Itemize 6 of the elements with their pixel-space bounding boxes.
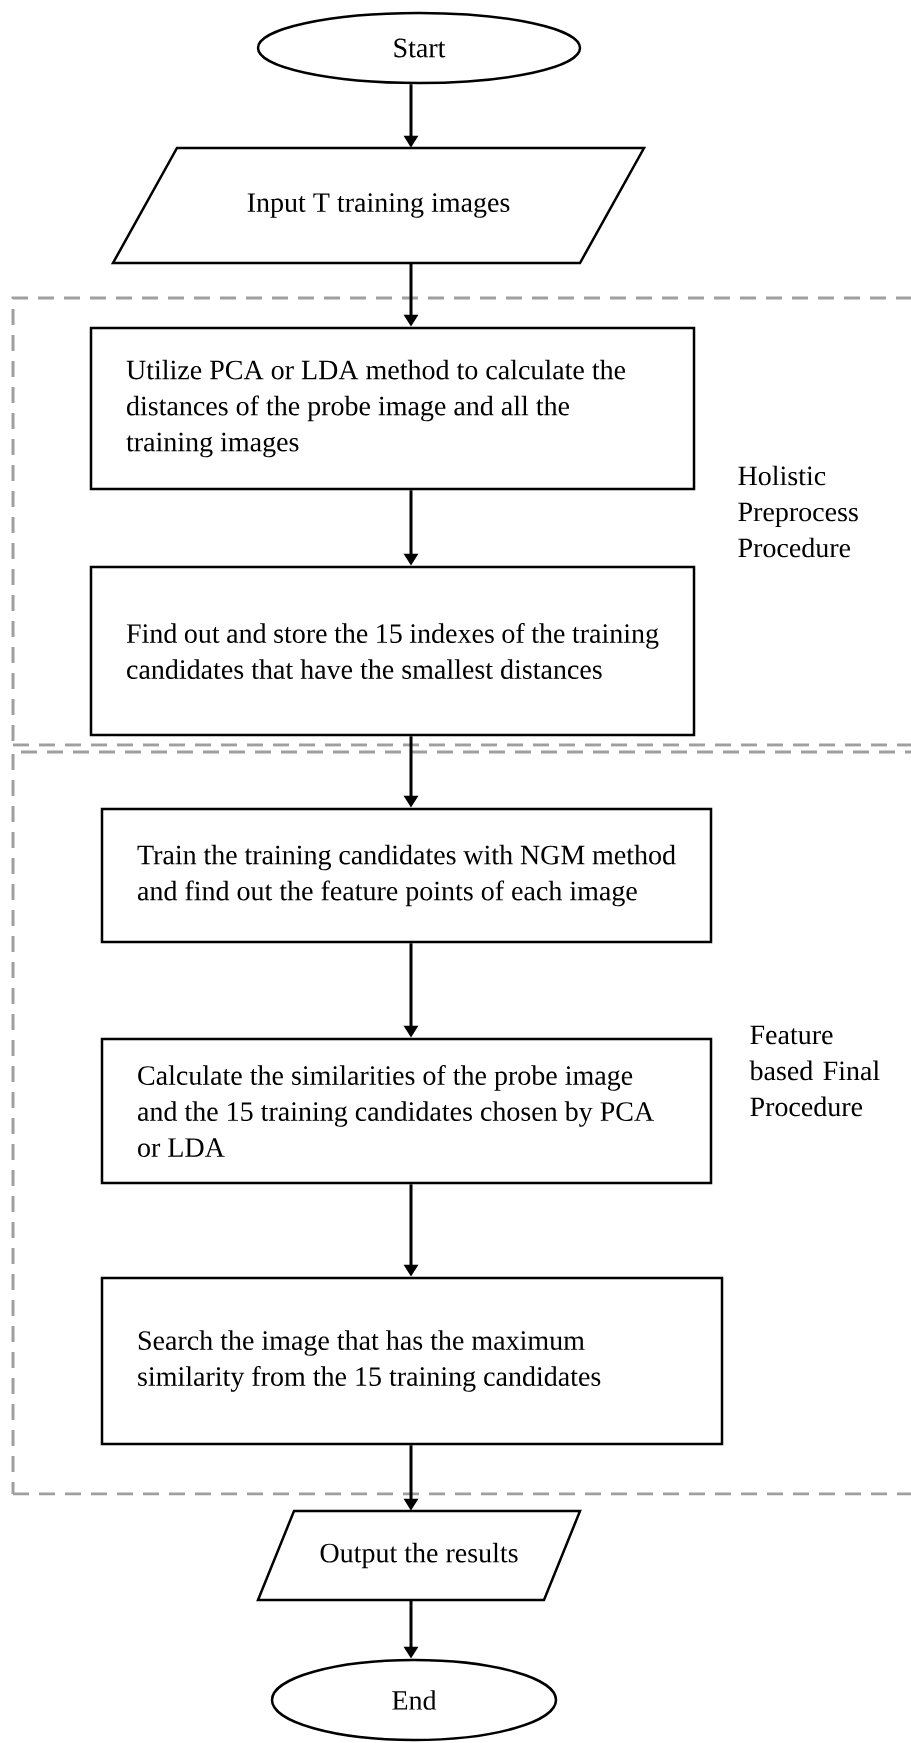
process-box: Utilize PCA or LDA method to calculate the distances of the probe image and all the training images	[89, 326, 696, 491]
io-parallelogram: Output the results	[256, 1509, 582, 1602]
process-box: Search the image that has the maximum similarity from the 15 training candidates	[100, 1276, 724, 1446]
process-box: Calculate the similarities of the probe image and the 15 training candidates chosen by PCA or LDA	[100, 1037, 713, 1185]
process-box: Find out and store the 15 indexes of the training candidates that have the smallest distances	[89, 565, 696, 737]
process-box: Train the training candidates with NGM method and find out the feature points of each image	[100, 807, 713, 944]
